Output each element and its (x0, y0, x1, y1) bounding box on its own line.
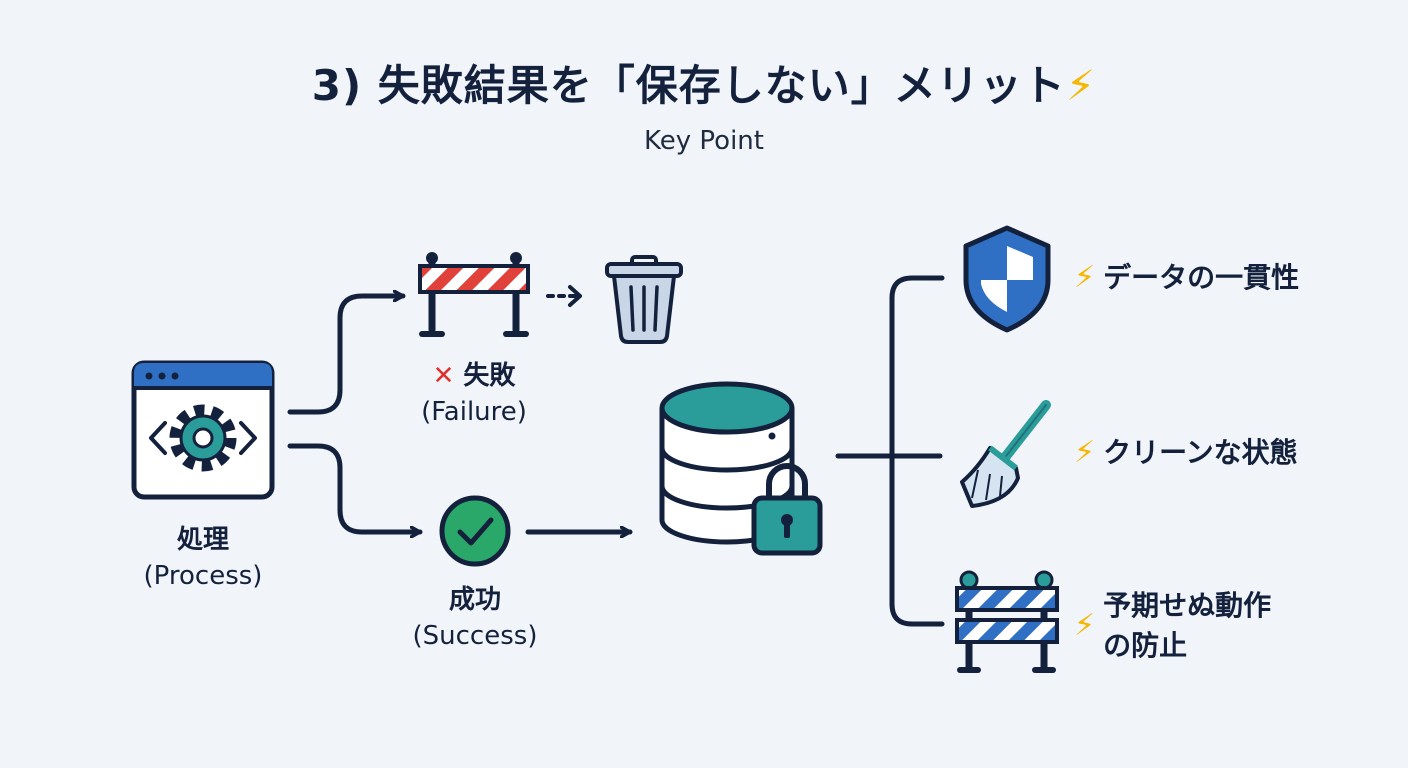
benefit-clean-state: ⚡ クリーンな状態 (1074, 433, 1298, 473)
process-label: 処理 (Process) (118, 522, 288, 594)
success-label: 成功 (Success) (390, 582, 560, 654)
process-label-jp: 処理 (176, 525, 229, 555)
fail-x-icon: ✕ (432, 361, 455, 391)
benefit-text: データの一貫性 (1103, 261, 1300, 294)
benefit-text-line1: 予期せぬ動作 (1103, 589, 1272, 622)
shield-icon (963, 225, 1051, 333)
page-subtitle: Key Point (644, 126, 764, 156)
title-text: 3) 失敗結果を「保存しない」メリット (311, 61, 1066, 110)
page-title: 3) 失敗結果を「保存しない」メリット⚡ (0, 52, 1408, 113)
benefit-text: クリーンな状態 (1103, 436, 1298, 469)
benefit-consistency: ⚡ データの一貫性 (1074, 258, 1299, 298)
gear-icon (169, 404, 237, 472)
success-path-arrow (287, 443, 423, 532)
check-circle-icon (439, 495, 511, 567)
benefit-prevent-unexpected: ⚡ 予期せぬ動作 の防止 (1074, 586, 1271, 666)
failure-label-en: (Failure) (421, 397, 527, 427)
red-barrier-icon (418, 252, 530, 337)
lightning-icon: ⚡ (1074, 260, 1096, 295)
failure-path-arrow (287, 296, 406, 415)
lightning-icon: ⚡ (1074, 608, 1096, 643)
blue-barrier-icon (955, 570, 1059, 673)
benefits-bracket (835, 275, 945, 627)
success-label-en: (Success) (412, 621, 538, 651)
process-window-icon (131, 360, 275, 500)
lightning-icon: ⚡ (1074, 435, 1096, 470)
benefit-text-line2: の防止 (1103, 629, 1188, 662)
success-label-jp: 成功 (448, 585, 501, 615)
lightning-icon: ⚡ (1065, 61, 1097, 110)
process-label-en: (Process) (143, 561, 263, 591)
failure-label-jp: 失敗 (463, 361, 516, 391)
broom-icon (960, 400, 1051, 508)
trash-icon (605, 255, 683, 344)
failure-label: ✕ 失敗 (Failure) (394, 358, 554, 430)
locked-database-icon (659, 381, 823, 556)
